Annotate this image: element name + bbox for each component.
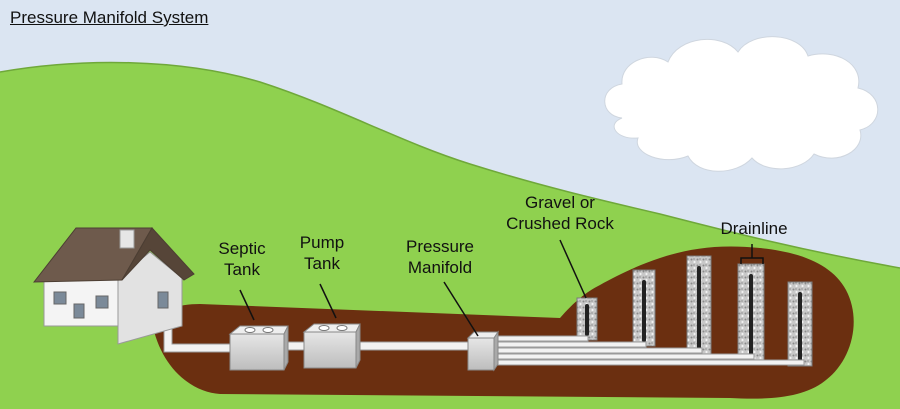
label-drainline-text: Drainline: [720, 219, 788, 238]
lateral-pipe-5: [495, 359, 805, 366]
septic-tank: [228, 325, 289, 371]
label-pressure-manifold-line1: Pressure: [405, 237, 475, 256]
label-septic-tank-line1: Septic: [218, 239, 266, 258]
pressure-manifold-box: [466, 330, 499, 372]
house-window-1: [53, 291, 67, 305]
label-pump-tank-line2: Tank: [304, 254, 340, 273]
house-window-2: [73, 303, 85, 319]
label-pump-tank-line1: Pump: [299, 233, 345, 252]
house-window-3: [95, 295, 109, 309]
lateral-pipe-1: [495, 335, 589, 342]
house-window-4: [157, 291, 169, 309]
drainline-pipes: [585, 266, 802, 364]
leader-manifold: [443, 281, 479, 337]
label-septic-tank-line2: Tank: [224, 260, 260, 279]
page-title: Pressure Manifold System: [10, 8, 209, 27]
label-gravel-line2: Crushed Rock: [506, 214, 614, 233]
house-roof-side: [121, 227, 195, 281]
pipe-pump-manifold: [357, 341, 471, 351]
leader-lines: [239, 239, 764, 337]
label-septic-tank: Septic Tank: [206, 238, 278, 280]
label-gravel: Gravel or Crushed Rock: [488, 192, 632, 234]
lateral-pipe-3: [495, 347, 703, 354]
leader-gravel: [559, 239, 587, 299]
label-pressure-manifold-line2: Manifold: [407, 258, 473, 277]
lateral-pipe-4: [495, 353, 755, 360]
house-chimney: [119, 229, 135, 249]
label-gravel-line1: Gravel or: [525, 193, 595, 212]
label-drainline: Drainline: [708, 218, 800, 239]
grass-hill-edge: [0, 61, 900, 269]
leader-septic: [239, 289, 255, 321]
leader-pump: [319, 283, 337, 319]
house: [32, 227, 195, 345]
lateral-pipe-2: [495, 341, 647, 348]
pump-tank: [302, 323, 361, 369]
cloud: [604, 36, 879, 172]
label-pressure-manifold: Pressure Manifold: [392, 236, 488, 278]
label-pump-tank: Pump Tank: [290, 232, 354, 274]
